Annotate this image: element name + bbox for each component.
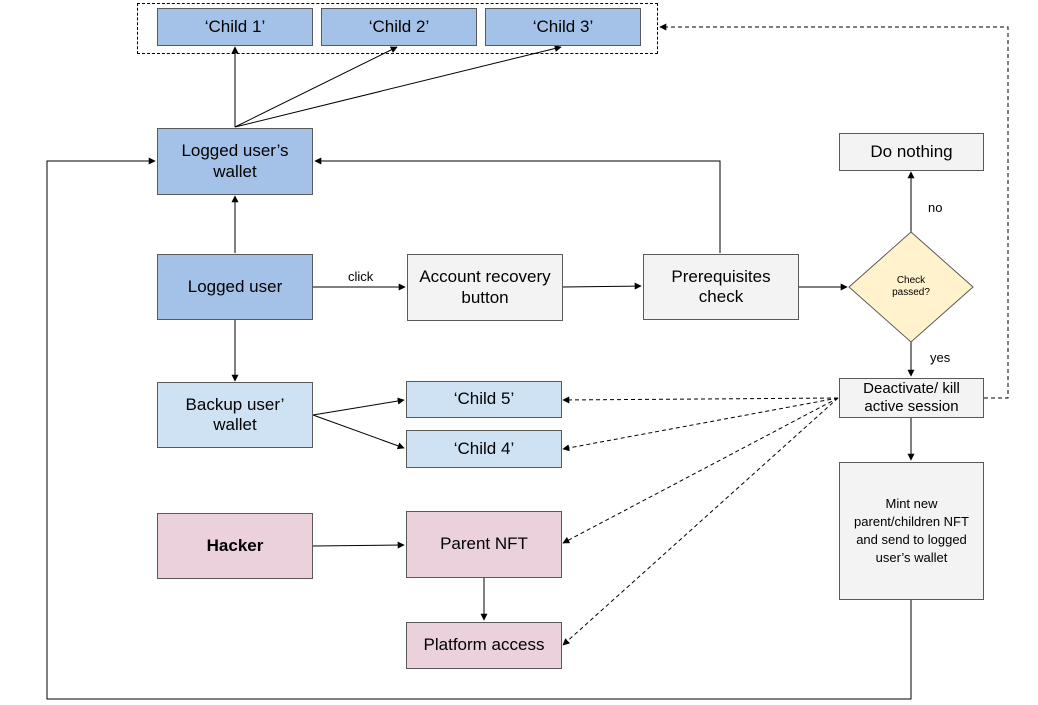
edge-wallet-child3 xyxy=(234,45,562,128)
node-child-4: ‘Child 4’ xyxy=(406,430,562,468)
node-platform-access: Platform access xyxy=(406,622,562,669)
edge-hacker-parent xyxy=(312,541,405,549)
node-deactivate-session: Deactivate/ kill active session xyxy=(839,378,984,418)
node-parent-nft: Parent NFT xyxy=(406,511,562,578)
edge-deactivate-platform xyxy=(562,397,839,646)
edge-recovery-prereq xyxy=(562,282,642,290)
edge-label-no: no xyxy=(928,200,943,215)
edge-deactivate-group xyxy=(659,23,1009,399)
node-child-2: ‘Child 2’ xyxy=(321,8,477,46)
edge-deactivate-child5 xyxy=(562,396,839,404)
node-hacker: Hacker xyxy=(157,513,313,579)
node-logged-user: Logged user xyxy=(157,254,313,320)
node-child-5: ‘Child 5’ xyxy=(406,381,562,418)
node-account-recovery-button: Account recovery button xyxy=(407,254,563,321)
children-group xyxy=(137,3,658,54)
edge-prereq-wallet xyxy=(314,157,721,253)
node-logged-users-wallet: Logged user’s wallet xyxy=(157,128,313,195)
edge-deactivate-child4 xyxy=(562,397,839,452)
edge-label-yes: yes xyxy=(930,350,951,365)
edge-label-click: click xyxy=(348,269,374,284)
decision-diamond-shape xyxy=(848,231,974,343)
edge-backup-child4 xyxy=(312,414,405,450)
edge-mint-wallet xyxy=(46,157,912,700)
node-mint-new-nft: Mint new parent/children NFT and send to… xyxy=(839,462,984,600)
node-prerequisites-check: Prerequisites check xyxy=(643,254,799,320)
edge-backup-child5 xyxy=(312,397,405,416)
node-backup-user-wallet: Backup user’ wallet xyxy=(157,382,313,448)
node-child-3: ‘Child 3’ xyxy=(485,8,641,46)
node-child-1: ‘Child 1’ xyxy=(157,8,313,46)
node-check-passed: Check passed? xyxy=(849,232,973,342)
edge-wallet-child2 xyxy=(234,46,398,128)
node-do-nothing: Do nothing xyxy=(839,133,984,171)
check-passed-label: Check passed? xyxy=(892,274,930,299)
edge-deactivate-parent xyxy=(562,397,839,544)
